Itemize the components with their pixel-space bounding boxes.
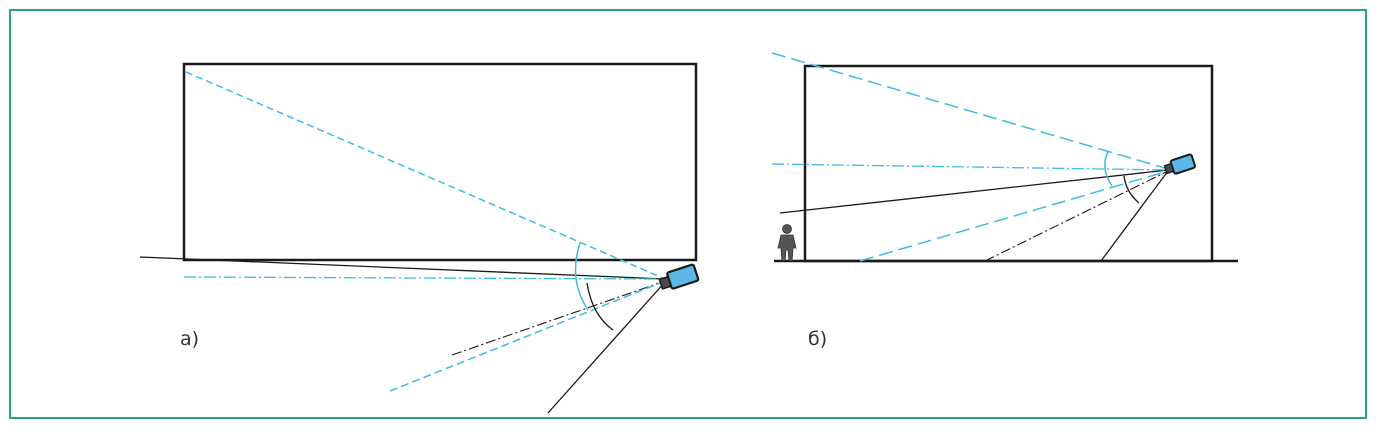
optical-axis-line-b: [984, 170, 1169, 262]
panel-b: б): [771, 52, 1238, 350]
wall-outline-b: [803, 64, 1214, 263]
view-line-top-b: [771, 52, 1169, 170]
surveillance-camera-icon: [1163, 153, 1196, 175]
panel-a: а): [139, 62, 700, 414]
panel-label-a: а): [180, 328, 199, 350]
lower-limit-line-b: [1100, 170, 1169, 262]
figure-frame: [9, 9, 1367, 419]
panel-label-b: б): [808, 328, 827, 350]
view-angle-arc-a: [574, 242, 589, 311]
upper-limit-line-a: [139, 256, 666, 280]
surveillance-camera-icon: [658, 263, 700, 290]
limit-angle-arc-b: [1123, 175, 1140, 204]
optical-axis-line-a: [451, 280, 666, 356]
horizontal-line-a: [183, 276, 666, 280]
upper-limit-line-b: [779, 169, 1169, 214]
view-line-bottom-a: [389, 280, 666, 392]
view-line-top-a: [185, 71, 666, 280]
horizontal-line-b: [771, 163, 1169, 171]
wall-outline-a: [182, 62, 698, 262]
limit-angle-arc-a: [586, 282, 614, 331]
lower-limit-line-a: [547, 281, 666, 414]
person-icon: [777, 224, 797, 262]
view-line-bottom-b: [859, 170, 1169, 262]
view-angle-arc-b: [1104, 151, 1113, 187]
